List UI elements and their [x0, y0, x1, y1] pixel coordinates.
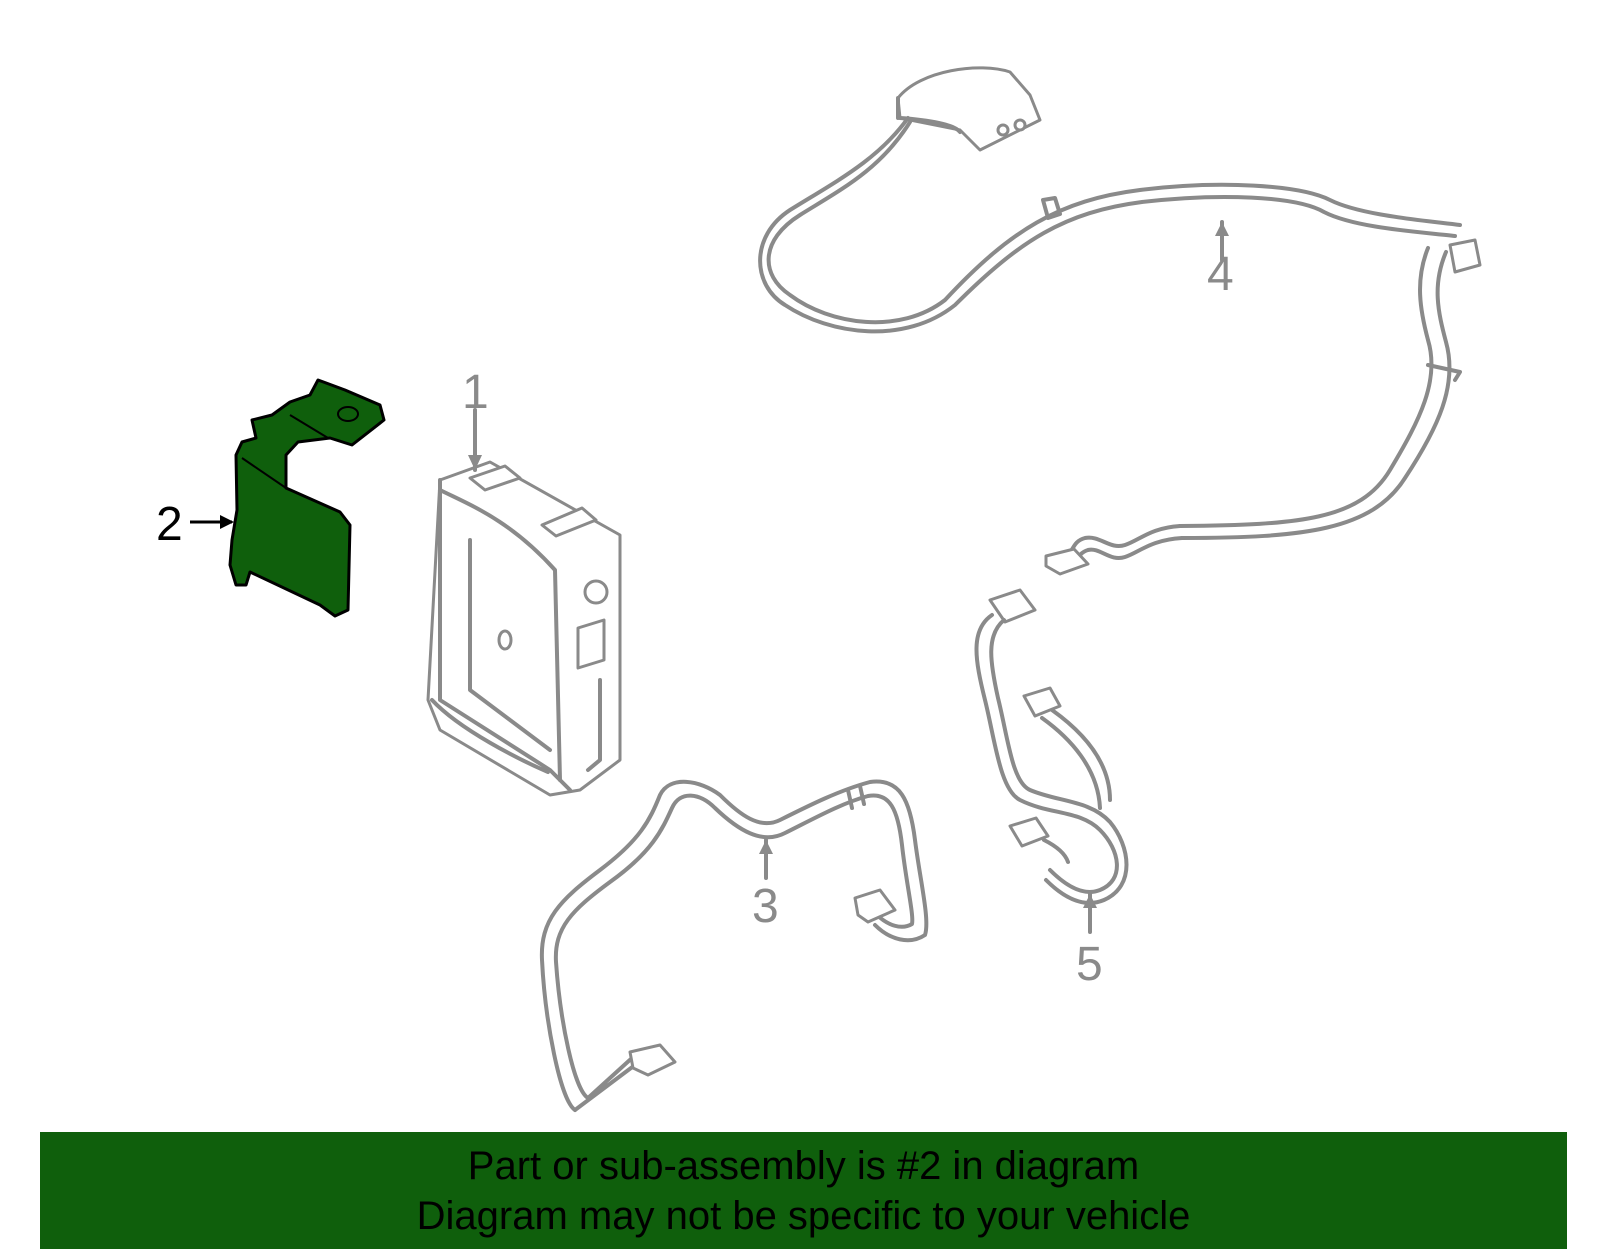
parts-diagram: 1 2 3 4 5 [156, 66, 1482, 1112]
callout-leaders [190, 220, 1229, 934]
part-5-harness[interactable] [974, 588, 1129, 905]
banner-line-1: Part or sub-assembly is #2 in diagram [467, 1143, 1140, 1188]
banner-line-2: Diagram may not be specific to your vehi… [416, 1193, 1191, 1238]
part-4-antenna-harness[interactable] [758, 66, 1482, 576]
callout-2: 2 [156, 498, 183, 551]
callout-1: 1 [462, 366, 489, 419]
callout-4: 4 [1207, 248, 1234, 301]
callout-3: 3 [752, 880, 779, 933]
callout-5: 5 [1076, 938, 1103, 991]
part-2-bracket[interactable] [228, 378, 386, 618]
info-banner: Part or sub-assembly is #2 in diagram Di… [40, 1132, 1567, 1249]
part-1-control-module[interactable] [426, 460, 622, 797]
part-3-harness[interactable] [539, 779, 929, 1112]
